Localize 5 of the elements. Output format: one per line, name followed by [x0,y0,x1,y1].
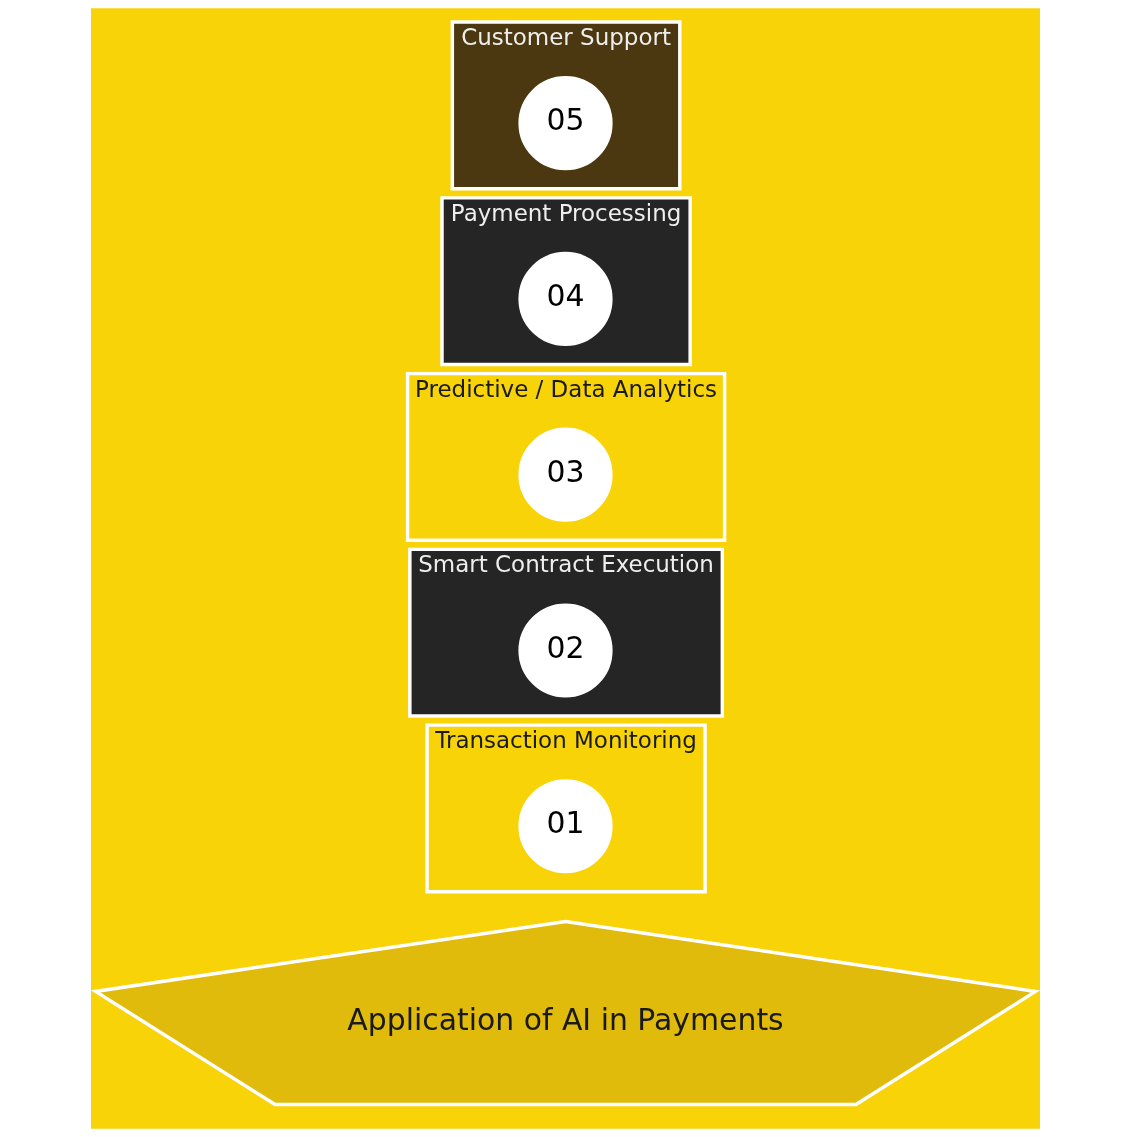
node-circle: 05 [517,76,613,171]
node-circle: 02 [517,603,613,698]
node-circle: 03 [517,427,613,522]
node-circle: 01 [517,779,613,874]
node-circle: 04 [517,251,613,347]
